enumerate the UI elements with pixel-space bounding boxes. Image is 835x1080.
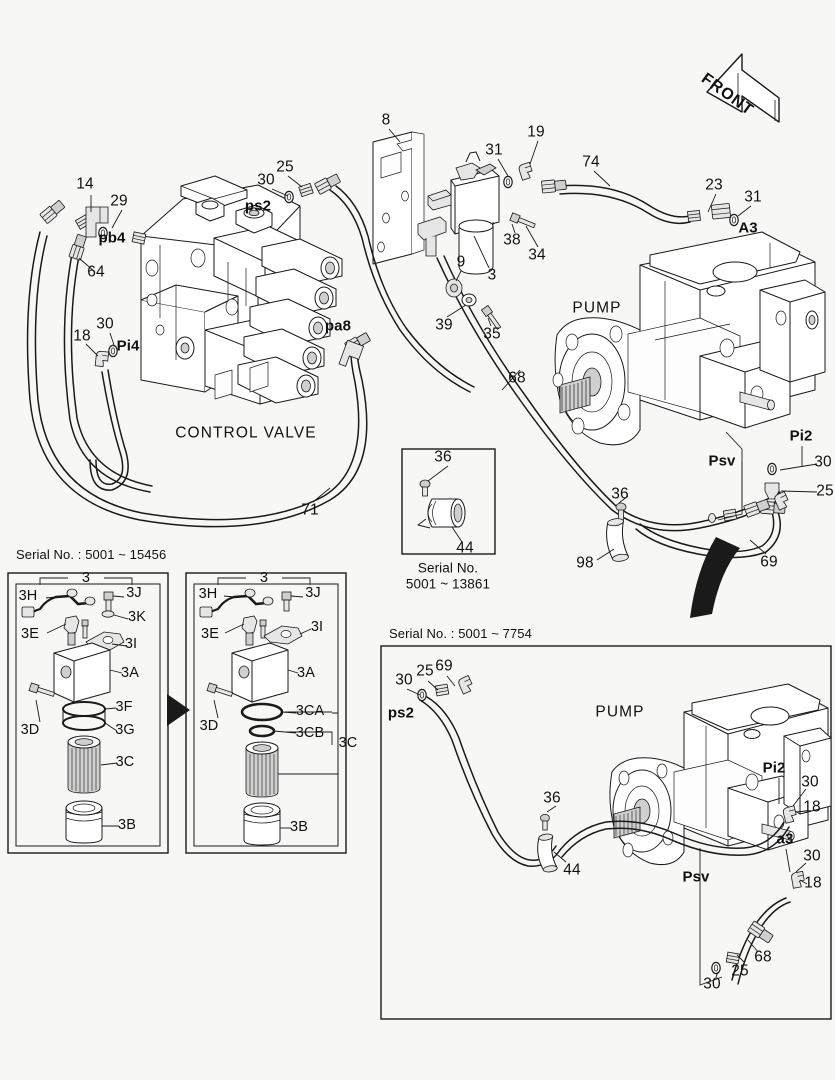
callout-64: 64 (87, 263, 105, 281)
inset-second-callout-3h: 3H (198, 585, 218, 602)
callout-25a: 25 (276, 158, 294, 176)
inset-7754-serial-label: Serial No. : 5001 ~ 7754 (389, 626, 532, 641)
callout-9: 9 (456, 253, 466, 271)
inset-7754-callout-18a: 18 (803, 798, 821, 816)
transition-arrow (690, 537, 740, 618)
inset-7754-callout-18b: 18 (804, 874, 822, 892)
callout-31a: 31 (485, 141, 503, 159)
inset-15456-callout-3a: 3A (121, 664, 139, 681)
callout-38: 38 (503, 231, 521, 249)
inset-second-callout-3ca: 3CA (295, 702, 325, 719)
inset-second-group-label: 3 (259, 569, 269, 586)
callout-30c: 30 (814, 453, 832, 471)
control-valve-graphic (140, 175, 343, 405)
inset-7754-callout-69: 69 (435, 657, 453, 675)
front-arrow-graphic (706, 53, 780, 123)
port-label-psv: Psv (708, 452, 736, 470)
callout-74: 74 (582, 153, 600, 171)
port-label-pa8: pa8 (324, 317, 352, 335)
inset-7754-callout-30a: 30 (395, 671, 413, 689)
callout-29: 29 (110, 192, 128, 210)
callout-68: 68 (508, 369, 526, 387)
pump-graphic-main (552, 231, 826, 446)
inset-15456-callout-3d: 3D (20, 721, 40, 738)
callout-35: 35 (483, 325, 501, 343)
callout-98: 98 (576, 554, 594, 572)
inset-second-callout-3i: 3I (310, 618, 324, 635)
callout-23: 23 (705, 176, 723, 194)
inset-15456-callout-3h: 3H (18, 587, 38, 604)
inset-box-second-graphic (185, 572, 347, 854)
port-label-pi2: Pi2 (789, 427, 813, 445)
inset-7754-port-psv: Psv (682, 868, 710, 886)
inset-second-callout-3c: 3C (338, 734, 358, 751)
inset-13861-serial-line2: 5001 ~ 13861 (405, 576, 491, 592)
inset-13861-callout-44: 44 (456, 539, 474, 557)
callout-18: 18 (73, 327, 91, 345)
callout-3: 3 (487, 266, 497, 284)
inset-7754-callout-25a: 25 (416, 662, 434, 680)
callout-34: 34 (528, 246, 546, 264)
callout-31b: 31 (744, 188, 762, 206)
inset-15456-callout-3i: 3I (124, 635, 138, 652)
inset-15456-callout-3c: 3C (115, 753, 135, 770)
inset-7754-callout-30c: 30 (803, 847, 821, 865)
callout-36a: 36 (611, 485, 629, 503)
callout-30a: 30 (96, 315, 114, 333)
inset-7754-callout-30b: 30 (801, 773, 819, 791)
inset-15456-callout-3j: 3J (126, 584, 142, 601)
inset-13861-serial-line1: Serial No. (417, 560, 479, 576)
pump-label: PUMP (572, 299, 622, 317)
inset-15456-group-label: 3 (81, 569, 91, 586)
inset-7754-callout-36: 36 (543, 789, 561, 807)
port-label-pi4: Pi4 (116, 337, 140, 355)
inset-15456-callout-3k: 3K (128, 608, 146, 625)
inset-13861-callout-36: 36 (434, 448, 452, 466)
inset-7754-port-ps2: ps2 (387, 704, 415, 722)
inset-7754-callout-30d: 30 (703, 975, 721, 993)
inset-15456-callout-3f: 3F (115, 698, 133, 715)
callout-69: 69 (760, 553, 778, 571)
fittings-main (39, 161, 791, 562)
inset-box-7754-graphic (380, 645, 832, 1020)
port-label-a3: A3 (738, 219, 758, 237)
inset-7754-port-pi2: Pi2 (762, 759, 786, 777)
hydraulic-lines (26, 184, 783, 559)
inset-7754-callout-68: 68 (754, 948, 772, 966)
port-label-pb4: pb4 (98, 229, 126, 247)
leader-lines-main (78, 128, 818, 561)
inset-15456-callout-3e: 3E (21, 625, 39, 642)
inset-second-callout-3j: 3J (305, 584, 321, 601)
inset-second-callout-3b: 3B (290, 818, 308, 835)
inset-7754-callout-44: 44 (563, 861, 581, 879)
inset-second-callout-3a: 3A (297, 664, 315, 681)
inset-15456-serial-label: Serial No. : 5001 ~ 15456 (16, 547, 167, 562)
inset-box-13861-graphic (401, 448, 496, 555)
inset-7754-port-a3: a3 (776, 830, 794, 848)
callout-14: 14 (76, 175, 94, 193)
callout-39: 39 (435, 316, 453, 334)
sequence-arrow-triangle (167, 694, 190, 726)
inset-15456-callout-3b: 3B (118, 816, 136, 833)
callout-71: 71 (301, 501, 319, 519)
inset-box-15456-graphic (7, 572, 169, 854)
callout-19: 19 (527, 123, 545, 141)
inset-second-callout-3d: 3D (199, 717, 219, 734)
inset-15456-callout-3g: 3G (115, 721, 135, 738)
filter-assembly-graphic (417, 151, 500, 275)
mount-plate-graphic (372, 131, 425, 265)
callout-8: 8 (381, 111, 391, 129)
inset-7754-pump-label: PUMP (595, 703, 645, 721)
callout-30b: 30 (257, 171, 275, 189)
inset-7754-callout-25b: 25 (731, 962, 749, 980)
callout-25b: 25 (816, 482, 834, 500)
port-label-ps2: ps2 (244, 197, 272, 215)
inset-second-callout-3cb: 3CB (295, 724, 325, 741)
inset-second-callout-3e: 3E (201, 625, 219, 642)
control-valve-label: CONTROL VALVE (175, 424, 317, 442)
